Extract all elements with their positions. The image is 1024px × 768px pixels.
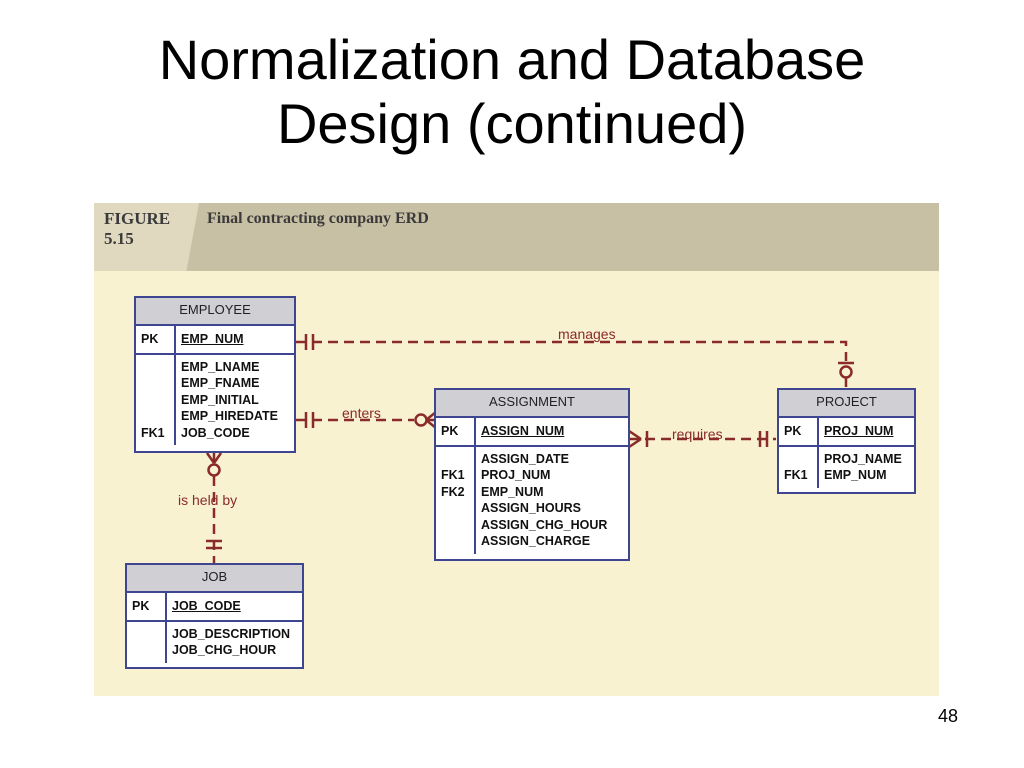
manages-zero-mark <box>839 365 853 379</box>
entity-name: JOB <box>127 565 302 593</box>
relationship-label-enters: enters <box>342 405 381 421</box>
key-label <box>132 642 160 659</box>
attribute: EMP_HIREDATE <box>181 409 279 423</box>
attribute: ASSIGN_CHARGE <box>481 534 591 548</box>
figure-header: FIGURE 5.15 Final contracting company ER… <box>94 203 939 271</box>
entity-name: PROJECT <box>779 390 914 418</box>
figure-label-word: FIGURE <box>104 209 171 228</box>
enters-zero-mark <box>414 413 428 427</box>
relationship-label-is-held-by: is held by <box>178 492 238 508</box>
requires-crow-bottom <box>628 437 642 449</box>
attr-column: EMP_NUM <box>176 326 294 353</box>
key-label: FK1 <box>141 425 165 440</box>
pk-key: PK <box>141 332 159 346</box>
page-number: 48 <box>938 706 959 726</box>
key-column: PK <box>779 418 819 445</box>
key-label <box>132 626 160 643</box>
held-by-zero-mark <box>207 463 221 477</box>
key-label <box>441 451 469 468</box>
pk-attr: PROJ_NUM <box>824 424 894 438</box>
relationship-lines <box>205 334 854 563</box>
key-label <box>141 392 169 409</box>
relationship-label-requires: requires <box>672 426 723 442</box>
attr-row: FK1 PROJ_NAME EMP_NUM <box>779 446 914 488</box>
key-column: PK <box>436 418 476 445</box>
relationship-label-manages: manages <box>558 326 616 342</box>
key-label: FK1 <box>784 468 808 482</box>
attr-column: JOB_CODE <box>167 593 302 620</box>
pk-attr: EMP_NUM <box>181 332 244 346</box>
attribute: ASSIGN_DATE <box>481 451 569 466</box>
entity-project: PROJECT PK PROJ_NUM FK1 PROJ_NAME EMP_NU… <box>777 388 916 494</box>
key-label <box>441 517 469 534</box>
pk-attr: ASSIGN_NUM <box>481 424 565 438</box>
attribute: PROJ_NAME <box>824 451 902 466</box>
attribute: JOB_CHG_HOUR <box>172 643 277 657</box>
attribute: JOB_DESCRIPTION <box>172 626 291 641</box>
attr-column: PROJ_NAME EMP_NUM <box>819 447 914 488</box>
entity-job: JOB PK JOB_CODE JOB_DESCRIPTION JOB_CHG_… <box>125 563 304 669</box>
attr-row: FK1 EMP_LNAME EMP_FNAME EMP_INITIAL EMP_… <box>136 354 294 446</box>
attribute: EMP_LNAME <box>181 359 260 374</box>
attr-column: ASSIGN_NUM <box>476 418 628 445</box>
attr-column: JOB_DESCRIPTION JOB_CHG_HOUR <box>167 622 302 663</box>
key-label <box>784 451 812 468</box>
entity-name: ASSIGNMENT <box>436 390 628 418</box>
pk-row: PK PROJ_NUM <box>779 418 914 447</box>
key-column: FK1 FK2 <box>436 446 476 554</box>
key-column: FK1 <box>779 446 819 488</box>
key-label: FK2 <box>441 484 465 499</box>
attribute: EMP_INITIAL <box>181 392 259 407</box>
pk-row: PK JOB_CODE <box>127 593 302 622</box>
requires-crow-top <box>628 429 642 441</box>
entity-employee: EMPLOYEE PK EMP_NUM FK1 EMP_LNAME EMP_FN… <box>134 296 296 453</box>
key-column: FK1 <box>136 354 176 445</box>
attr-column: EMP_LNAME EMP_FNAME EMP_INITIAL EMP_HIRE… <box>176 355 294 446</box>
pk-key: PK <box>784 424 802 438</box>
key-column: PK <box>136 326 176 353</box>
pk-row: PK ASSIGN_NUM <box>436 418 628 447</box>
attribute: ASSIGN_CHG_HOUR <box>481 517 608 532</box>
key-label: FK1 <box>441 468 465 482</box>
key-label <box>441 500 469 517</box>
key-label <box>141 408 169 425</box>
entity-name: EMPLOYEE <box>136 298 294 326</box>
pk-key: PK <box>132 599 150 613</box>
attr-row: JOB_DESCRIPTION JOB_CHG_HOUR <box>127 621 302 663</box>
attr-row: FK1 FK2 ASSIGN_DATE PROJ_NUM EMP_NUM ASS… <box>436 446 628 554</box>
slide-title-line-1: Normalization and Database <box>158 28 866 91</box>
pk-key: PK <box>441 424 459 438</box>
figure-caption: Final contracting company ERD <box>207 210 429 227</box>
attribute: EMP_NUM <box>824 468 887 482</box>
manages-line <box>296 340 848 361</box>
attribute: PROJ_NUM <box>481 468 551 482</box>
attribute: EMP_FNAME <box>181 376 260 390</box>
key-label <box>141 359 169 376</box>
key-label <box>441 533 469 550</box>
attribute: JOB_CODE <box>181 425 250 440</box>
key-label <box>141 375 169 392</box>
entity-assignment: ASSIGNMENT PK ASSIGN_NUM FK1 FK2 ASSIGN_… <box>434 388 630 561</box>
slide-title: Normalization and Database Design (conti… <box>0 28 1024 156</box>
key-column: PK <box>127 593 167 620</box>
pk-row: PK EMP_NUM <box>136 326 294 355</box>
key-column <box>127 621 167 663</box>
pk-attr: JOB_CODE <box>172 599 241 613</box>
attr-column: ASSIGN_DATE PROJ_NUM EMP_NUM ASSIGN_HOUR… <box>476 447 628 554</box>
slide-title-line-2: Design (continued) <box>276 92 748 155</box>
figure-label-number: 5.15 <box>104 229 134 248</box>
attr-column: PROJ_NUM <box>819 418 914 445</box>
figure-label: FIGURE 5.15 <box>104 209 170 249</box>
figure-tab <box>94 203 199 271</box>
attribute: EMP_NUM <box>481 484 544 499</box>
attribute: ASSIGN_HOURS <box>481 501 582 515</box>
